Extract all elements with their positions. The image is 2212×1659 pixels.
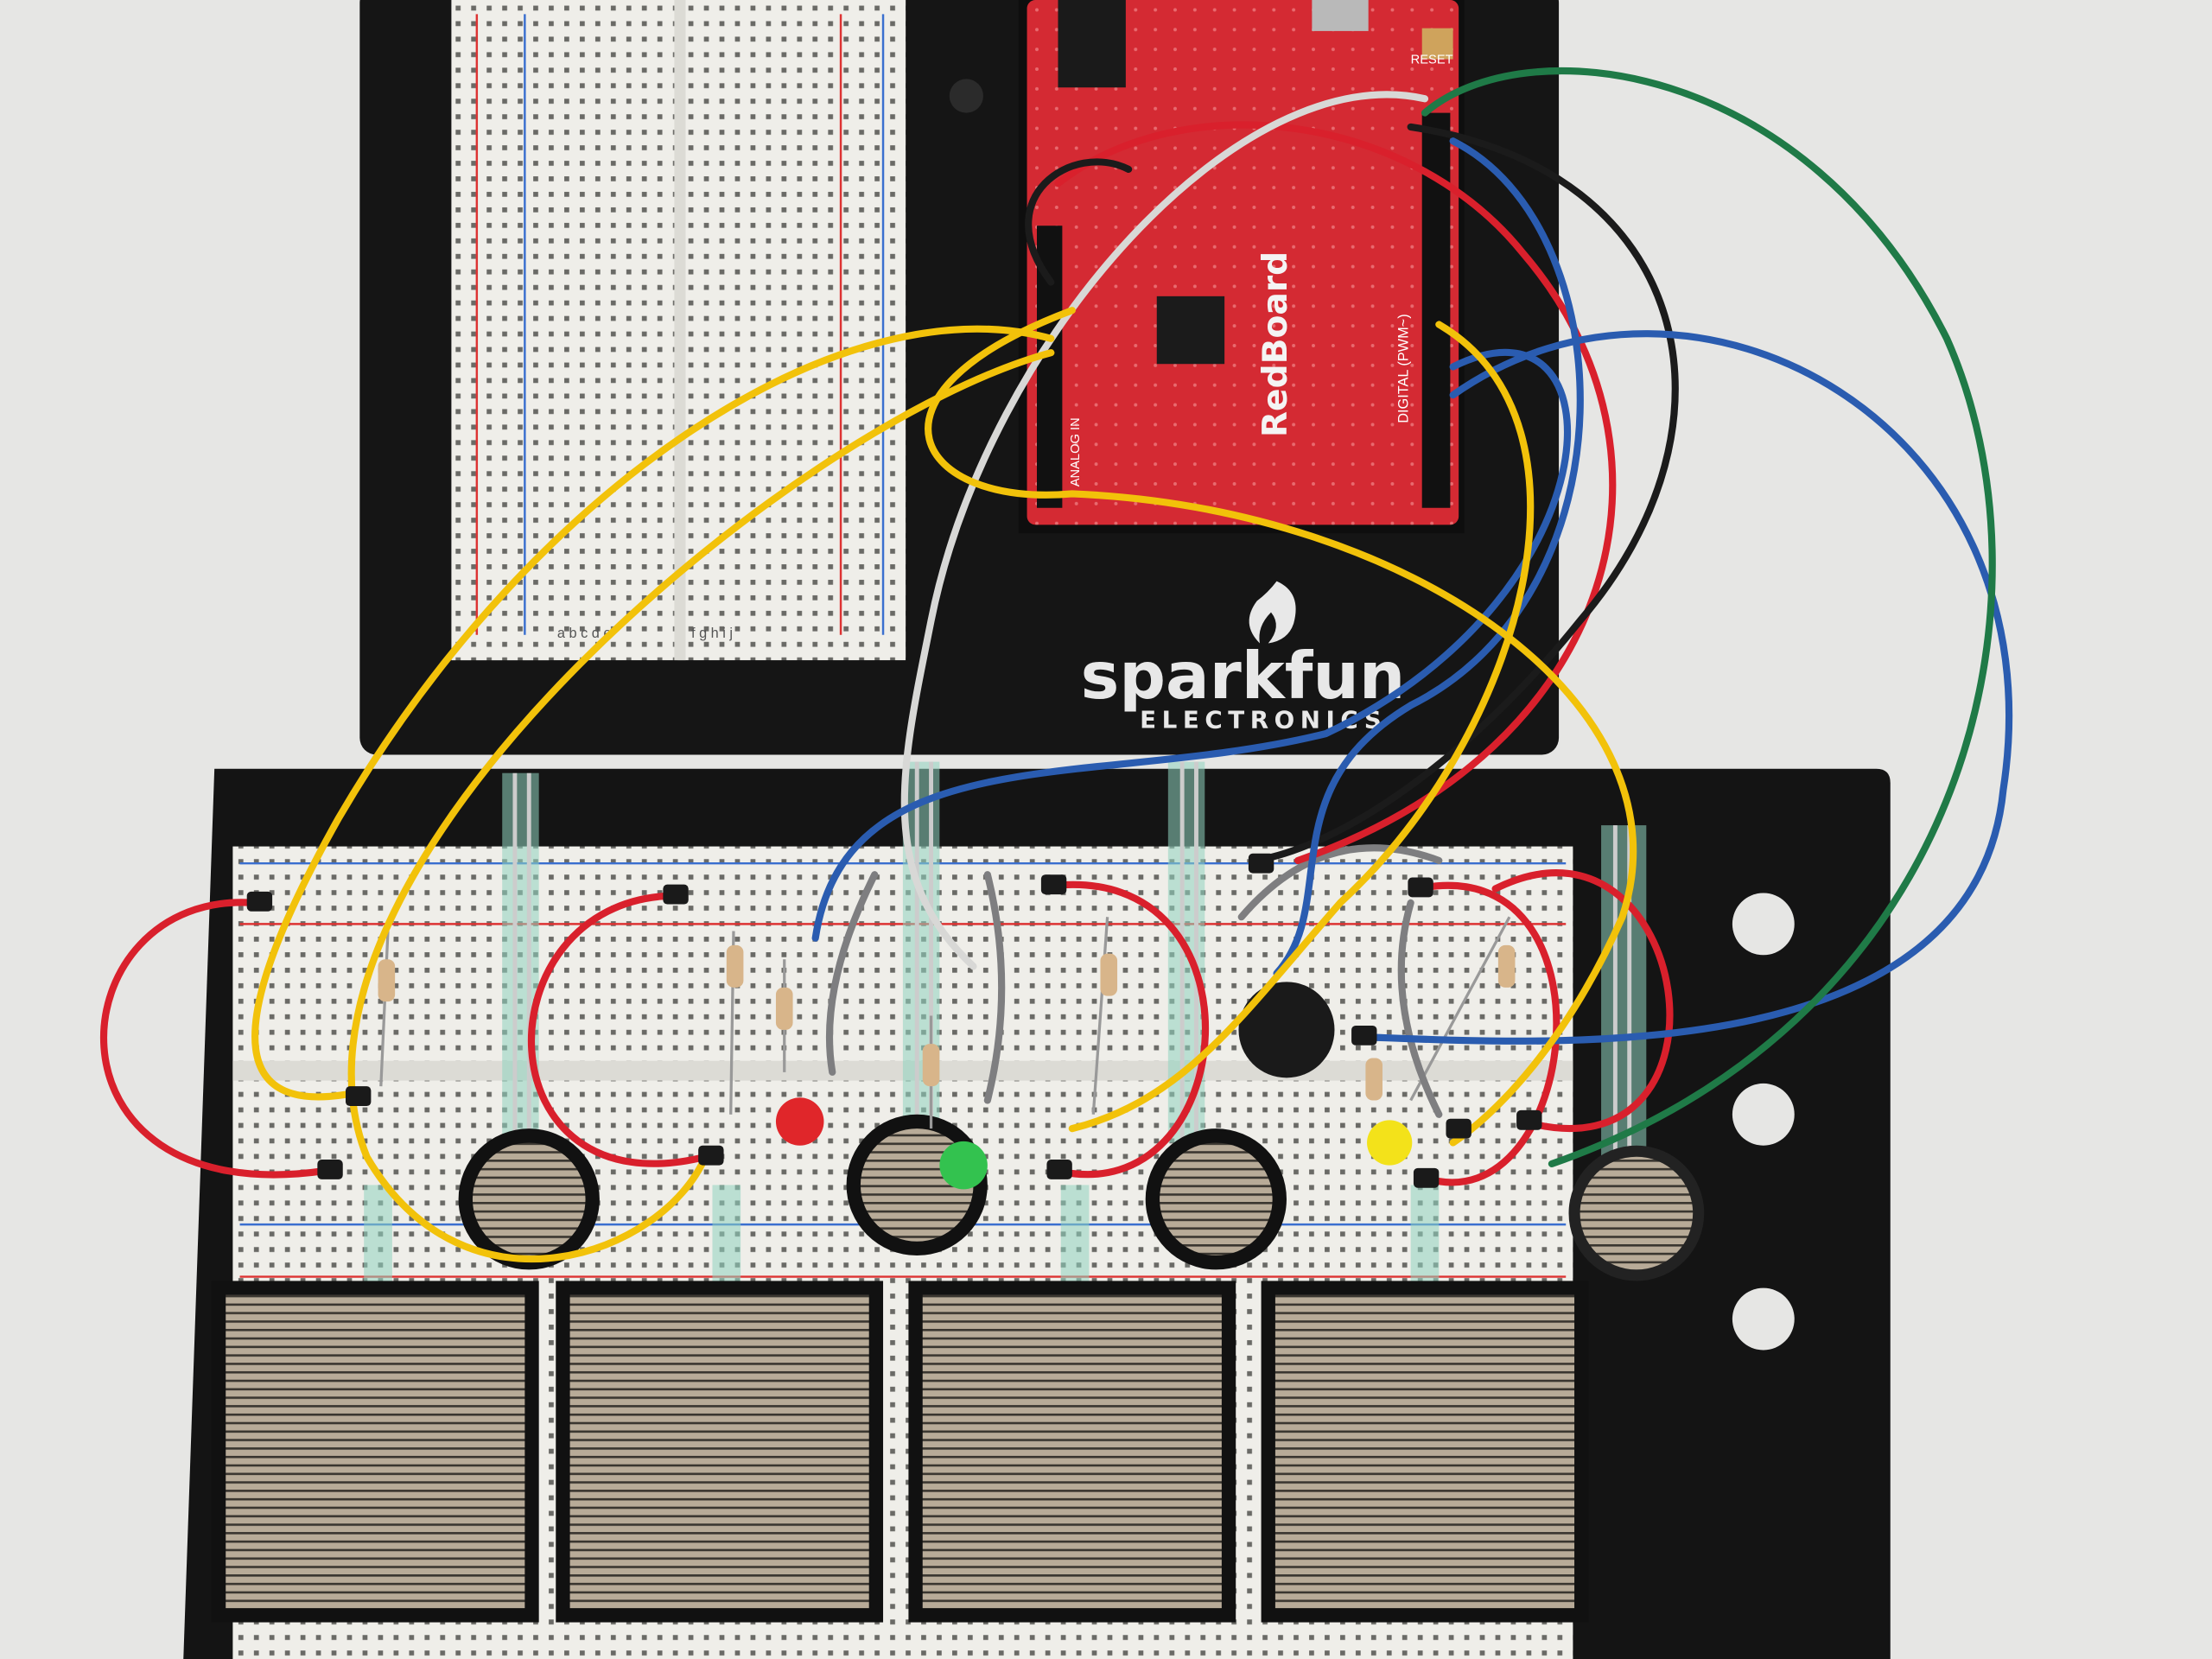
blue-wire <box>1357 330 2012 1045</box>
blue-wire <box>811 348 1571 942</box>
green-led <box>939 1141 988 1190</box>
red-wire <box>1054 121 1617 864</box>
column-letters-left: a b c d e <box>557 626 612 641</box>
red-led <box>775 1097 824 1146</box>
sparkfun-logo: sparkfun ELECTRONICS <box>1081 581 1406 734</box>
red-wire <box>528 892 709 1167</box>
resistor <box>1100 953 1118 996</box>
blue-wire <box>1273 137 1584 977</box>
resistors <box>378 916 1516 1129</box>
square-fsr <box>908 1185 1236 1623</box>
resistor <box>378 959 396 1002</box>
red-wire <box>99 899 328 1179</box>
digital-label: DIGITAL (PWM~) <box>1395 314 1411 423</box>
black-wire <box>1025 158 1133 286</box>
resistor <box>775 987 793 1030</box>
piezo-buzzer <box>1238 982 1335 1078</box>
white-wire <box>900 91 1429 970</box>
microcontroller-chip <box>1156 296 1225 365</box>
square-fsr <box>1261 1185 1589 1623</box>
black-wire <box>1251 123 1679 864</box>
yellow-led <box>1367 1120 1413 1166</box>
square-fsr <box>211 1185 539 1623</box>
resistor <box>1497 944 1516 988</box>
round-fsr <box>458 772 600 1270</box>
logo-wordmark: sparkfun <box>1081 638 1406 714</box>
gray-wire <box>983 871 1006 1104</box>
gray-wire <box>1237 844 1443 921</box>
red-wire <box>1491 869 1674 1132</box>
redboard-microcontroller: RedBoard RESET DIGITAL (PWM~) ANALOG IN <box>1018 0 1465 534</box>
mount-hole <box>1732 1083 1795 1146</box>
yellow-wire <box>925 307 1637 1147</box>
gray-wire <box>825 871 879 1076</box>
wire-connectors <box>246 853 1542 1188</box>
yellow-wire <box>347 349 1055 1263</box>
mount-hole <box>1732 1287 1795 1351</box>
resistor <box>1365 1058 1382 1101</box>
mount-hole <box>1732 893 1795 956</box>
green-wire <box>1421 67 1996 1168</box>
yellow-wire <box>1068 321 1535 1133</box>
flame-icon <box>1249 581 1296 644</box>
round-fsr <box>1568 825 1705 1281</box>
resistor <box>726 944 744 988</box>
reset-button[interactable] <box>1421 28 1453 60</box>
reset-label: RESET <box>1411 53 1453 67</box>
analog-label: ANALOG IN <box>1069 417 1083 486</box>
usb-port <box>1312 0 1369 31</box>
board-name: RedBoard <box>1256 251 1295 437</box>
resistor <box>922 1044 940 1087</box>
red-wire <box>1047 880 1209 1179</box>
power-jack <box>1058 0 1126 88</box>
yellow-wire <box>251 325 1055 1101</box>
column-letters-right: f g h i j <box>691 626 733 641</box>
gray-wire <box>1397 899 1443 1118</box>
square-force-sensors <box>211 1185 1589 1623</box>
jumper-wires <box>99 67 2012 1263</box>
square-fsr <box>556 1185 884 1623</box>
